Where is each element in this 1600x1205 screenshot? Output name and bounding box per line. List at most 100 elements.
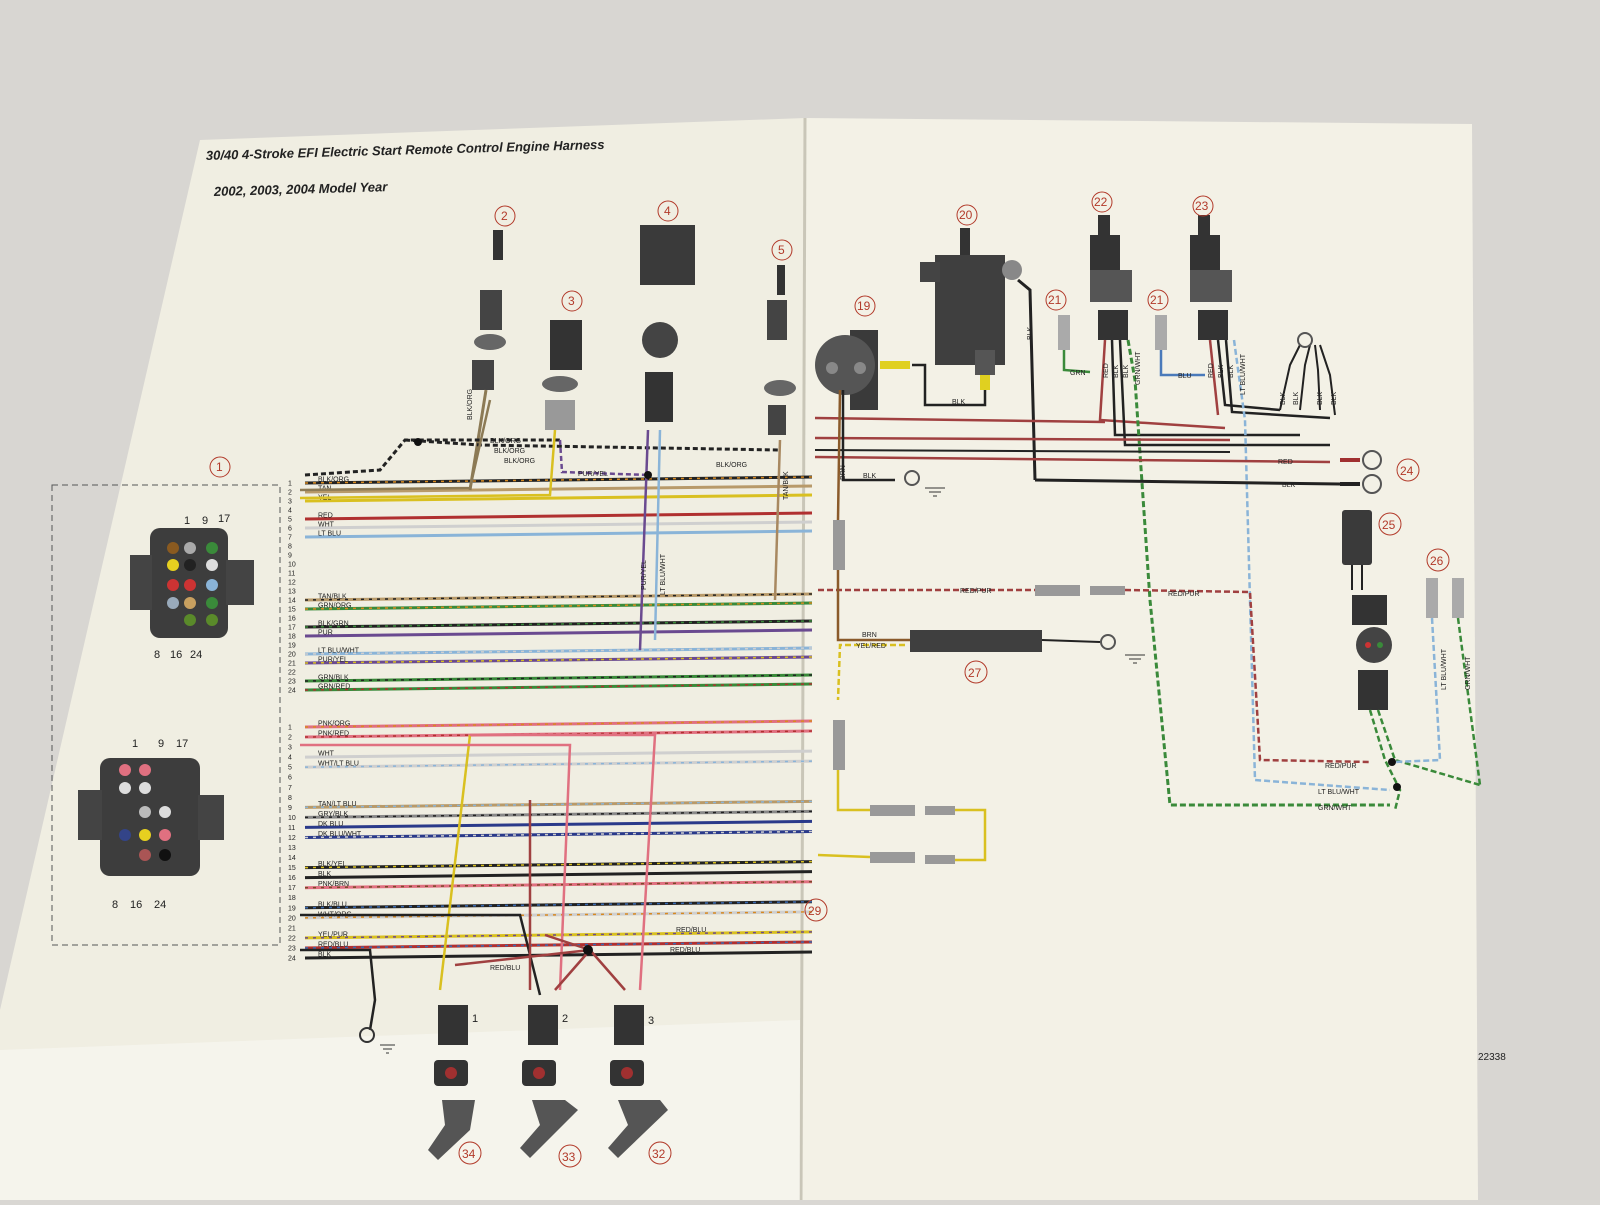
label-blk-ground: BLK — [863, 473, 877, 480]
label-red-23: RED — [1208, 363, 1215, 378]
conn-b-wire — [304, 950, 813, 960]
conn-b-pin-number: 21 — [288, 925, 296, 932]
label-pur-yel-v: PUR/YEL — [641, 560, 648, 590]
conn-b-wire — [304, 940, 813, 950]
conn-a-pin-number: 8 — [288, 544, 292, 551]
conn-b-wire — [304, 719, 813, 729]
label-blk-org-1: BLK/ORG — [490, 438, 521, 445]
callout-34-label: 34 — [462, 1147, 476, 1161]
conn-b-pin-number: 12 — [288, 835, 296, 842]
callout-29-label: 29 — [808, 904, 822, 918]
conn-b-wire-label: TAN/LT BLU — [318, 801, 357, 808]
conn-b-pin-number: 10 — [288, 815, 296, 822]
callout-25 — [1378, 512, 1402, 536]
conn-b-wire-label: BLK — [318, 952, 332, 959]
conn-a-pin-number: 1 — [288, 481, 292, 488]
conn-b-wire — [304, 870, 813, 880]
conn-b-pin-number: 13 — [288, 845, 296, 852]
label-red-pur-2: RED/PUR — [1168, 591, 1200, 598]
callout-23 — [1192, 195, 1214, 217]
relay-23 — [1190, 215, 1391, 792]
conn-a-top-1: 1 — [184, 515, 190, 527]
label-blu-21: BLU — [1178, 373, 1192, 380]
label-yel-red: YEL/RED — [856, 643, 886, 650]
conn-b-pin-number: 19 — [288, 905, 296, 912]
conn-a-wire-label: LT BLU — [318, 531, 341, 538]
callout-32 — [648, 1141, 672, 1165]
conn-b-wire — [304, 910, 813, 920]
injector-wires — [300, 733, 657, 1031]
plugs-26 — [1394, 578, 1482, 786]
starter-20 — [912, 228, 1037, 481]
label-grn-wht-3: GRN/WHT — [1318, 805, 1352, 812]
conn-a-bot-24: 24 — [190, 649, 202, 661]
conn-a-pin-number: 6 — [288, 526, 292, 533]
sensor-4 — [640, 225, 695, 422]
conn-a-pin-number: 15 — [288, 607, 296, 614]
conn-a-pin-number: 22 — [288, 670, 296, 677]
conn-b-pin-number: 22 — [288, 935, 296, 942]
injector-3 — [608, 1005, 668, 1158]
label-blk-org-4: BLK/ORG — [716, 462, 747, 469]
callout-20 — [956, 204, 978, 226]
conn-a-pin-number: 14 — [288, 598, 296, 605]
label-red-22: RED — [1103, 363, 1110, 378]
conn-b-pin-number: 11 — [288, 825, 295, 832]
label-red-blu-3: RED/BLU — [670, 947, 700, 954]
conn-a-wire — [304, 484, 813, 494]
label-tan-blk-v: TAN/BLK — [783, 471, 790, 500]
conn-a-wire-label: GRN/RED — [318, 684, 350, 691]
callout-1 — [209, 456, 231, 478]
conn-b-wire — [304, 829, 813, 839]
conn-b-pin-number: 7 — [288, 785, 292, 792]
sensor-3 — [542, 320, 582, 430]
diagram-subtitle: 2002, 2003, 2004 Model Year — [213, 179, 389, 199]
callout-25-label: 25 — [1382, 518, 1396, 532]
conn-b-wire — [304, 860, 813, 870]
wire-21b — [1159, 350, 1205, 377]
conn-b-wire-label: PNK/ORG — [318, 721, 350, 728]
callout-23-label: 23 — [1195, 199, 1209, 213]
conn-a-pin-number: 21 — [288, 661, 296, 668]
conn-b-top-17: 17 — [176, 738, 188, 750]
label-pur-yel-h: PUR/YEL — [578, 471, 608, 478]
label-blk-r2: BLK — [1293, 391, 1300, 405]
injector-1 — [428, 1005, 475, 1160]
conn-b-pin-number: 1 — [288, 725, 292, 732]
label-blk-starter: BLK — [952, 399, 966, 406]
conn-b-wire — [304, 799, 813, 809]
connector-a — [130, 528, 254, 638]
label-red-blu-1: RED/BLU — [490, 965, 520, 972]
label-blk-23a: BLK — [1218, 364, 1225, 378]
conn-b-pin-number: 5 — [288, 765, 292, 772]
callout-34 — [458, 1141, 482, 1165]
conn-a-top-17: 17 — [218, 513, 230, 525]
conn-a-top-9: 9 — [202, 515, 208, 527]
callout-24-label: 24 — [1400, 464, 1414, 478]
conn-a-pin-number: 19 — [288, 643, 296, 650]
conn-a-wire-label: GRN/BLK — [318, 675, 349, 682]
conn-a-wire-label: RED — [318, 513, 333, 520]
red-pur-circuit — [817, 520, 1371, 864]
conn-b-top-9: 9 — [158, 738, 164, 750]
injector-num-1: 1 — [472, 1013, 478, 1025]
callout-4 — [657, 200, 679, 222]
conn-a-wire — [304, 592, 813, 602]
conn-a-wire — [304, 628, 813, 638]
label-red-pur-1: RED/PUR — [960, 588, 992, 595]
callout-29 — [804, 898, 828, 922]
callout-2 — [494, 205, 516, 227]
label-blk-vert: BLK — [1027, 326, 1034, 340]
conn-b-pin-number: 9 — [288, 805, 292, 812]
conn-a-pin-number: 10 — [288, 562, 296, 569]
label-red-blu-2: RED/BLU — [676, 927, 706, 934]
conn-a-wire — [304, 601, 813, 611]
conn-b-wire-label: YEL/PUR — [318, 931, 348, 938]
callout-5 — [771, 239, 793, 261]
conn-a-wire-label: GRN/ORG — [318, 603, 351, 610]
conn-b-pin-number: 4 — [288, 755, 292, 762]
conn-b-wire-label: BLK/BLU — [318, 901, 347, 908]
